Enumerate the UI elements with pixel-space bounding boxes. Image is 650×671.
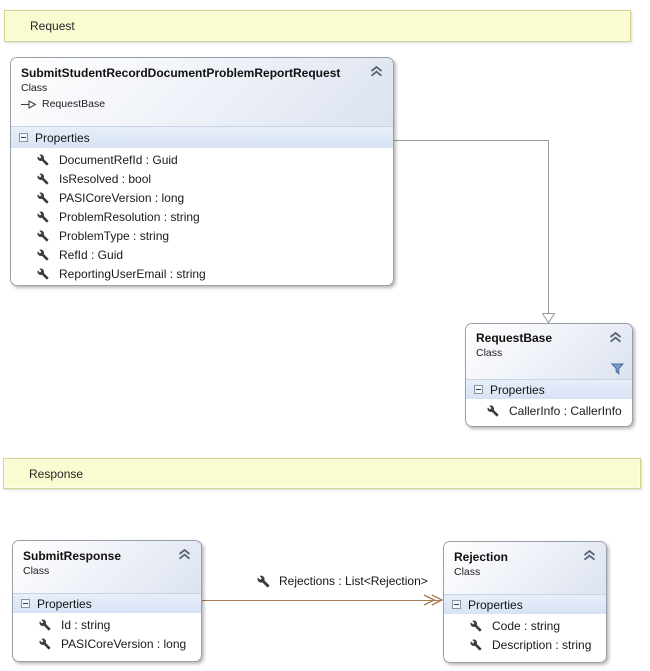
property-row[interactable]: DocumentRefId : Guid [11, 150, 393, 169]
chevron-double-up-icon[interactable] [370, 66, 383, 77]
arrow-hollow-triangle-icon [21, 99, 37, 109]
wrench-icon [487, 405, 499, 416]
properties-section-label: Properties [35, 130, 90, 145]
class-body: Id : string PASICoreVersion : long [13, 613, 201, 653]
inherits-row: RequestBase [21, 98, 383, 110]
property-row[interactable]: ProblemType : string [11, 226, 393, 245]
property-row[interactable]: ReportingUserEmail : string [11, 264, 393, 283]
wrench-icon [37, 249, 49, 260]
association-arrowhead-icon [423, 594, 443, 606]
class-stereotype: Class [21, 82, 48, 94]
inheritance-arrowhead-icon [541, 313, 556, 324]
wrench-icon [470, 639, 482, 650]
properties-section-header[interactable]: Properties [11, 126, 393, 148]
wrench-icon [37, 230, 49, 241]
class-header: Rejection Class [444, 542, 606, 594]
chevron-double-up-icon[interactable] [178, 549, 191, 560]
class-body: DocumentRefId : Guid IsResolved : bool P… [11, 148, 393, 283]
property-row[interactable]: Id : string [13, 615, 201, 634]
property-row[interactable]: PASICoreVersion : long [11, 188, 393, 207]
wrench-icon [37, 268, 49, 279]
class-title: SubmitResponse [23, 549, 122, 563]
class-rejection[interactable]: Rejection Class Properties Code : string… [443, 541, 607, 663]
class-requestbase[interactable]: RequestBase Class Properties CallerInfo … [465, 323, 633, 427]
property-row[interactable]: Description : string [444, 635, 606, 654]
class-submitstudentrecorddocumentproblemreportrequest[interactable]: SubmitStudentRecordDocumentProblemReport… [10, 57, 394, 286]
class-body: Code : string Description : string [444, 614, 606, 654]
association-label-text: Rejections : List<Rejection> [279, 574, 428, 588]
class-header: SubmitStudentRecordDocumentProblemReport… [11, 58, 393, 126]
minus-box-icon[interactable] [21, 599, 30, 608]
properties-section-label: Properties [468, 597, 523, 612]
class-stereotype: Class [23, 565, 50, 577]
inherits-label: RequestBase [42, 98, 106, 110]
properties-section-header[interactable]: Properties [466, 379, 632, 399]
class-title: RequestBase [476, 331, 553, 345]
wrench-icon [37, 192, 49, 203]
comment-request[interactable]: Request [4, 10, 631, 42]
class-stereotype: Class [476, 347, 503, 359]
minus-box-icon[interactable] [19, 133, 28, 142]
chevron-double-up-icon[interactable] [583, 550, 596, 561]
wrench-icon [37, 154, 49, 165]
chevron-double-up-icon[interactable] [609, 332, 622, 343]
class-body: CallerInfo : CallerInfo [466, 399, 632, 420]
property-row[interactable]: Code : string [444, 616, 606, 635]
properties-section-header[interactable]: Properties [444, 594, 606, 614]
property-row[interactable]: IsResolved : bool [11, 169, 393, 188]
wrench-icon [37, 173, 49, 184]
property-row[interactable]: ProblemResolution : string [11, 207, 393, 226]
comment-response-label: Response [29, 466, 84, 481]
comment-response[interactable]: Response [3, 458, 641, 489]
inheritance-connector-horizontal[interactable] [394, 140, 548, 141]
association-label[interactable]: Rejections : List<Rejection> [257, 574, 428, 588]
property-row[interactable]: CallerInfo : CallerInfo [466, 401, 632, 420]
class-title: Rejection [454, 550, 509, 564]
wrench-icon [37, 211, 49, 222]
association-connector[interactable] [202, 600, 442, 601]
property-row[interactable]: PASICoreVersion : long [13, 634, 201, 653]
class-stereotype: Class [454, 566, 481, 578]
funnel-filter-icon [611, 363, 624, 375]
class-header: SubmitResponse Class [13, 541, 201, 593]
properties-section-label: Properties [37, 596, 92, 611]
properties-section-header[interactable]: Properties [13, 593, 201, 613]
class-title: SubmitStudentRecordDocumentProblemReport… [21, 66, 341, 80]
comment-request-label: Request [30, 19, 75, 33]
wrench-icon [470, 620, 482, 631]
wrench-icon [257, 575, 270, 587]
class-submitresponse[interactable]: SubmitResponse Class Properties Id : str… [12, 540, 202, 662]
inheritance-connector-vertical[interactable] [548, 140, 549, 314]
class-header: RequestBase Class [466, 324, 632, 379]
wrench-icon [39, 619, 51, 630]
properties-section-label: Properties [490, 382, 545, 397]
minus-box-icon[interactable] [452, 600, 461, 609]
property-row[interactable]: RefId : Guid [11, 245, 393, 264]
minus-box-icon[interactable] [474, 385, 483, 394]
wrench-icon [39, 638, 51, 649]
